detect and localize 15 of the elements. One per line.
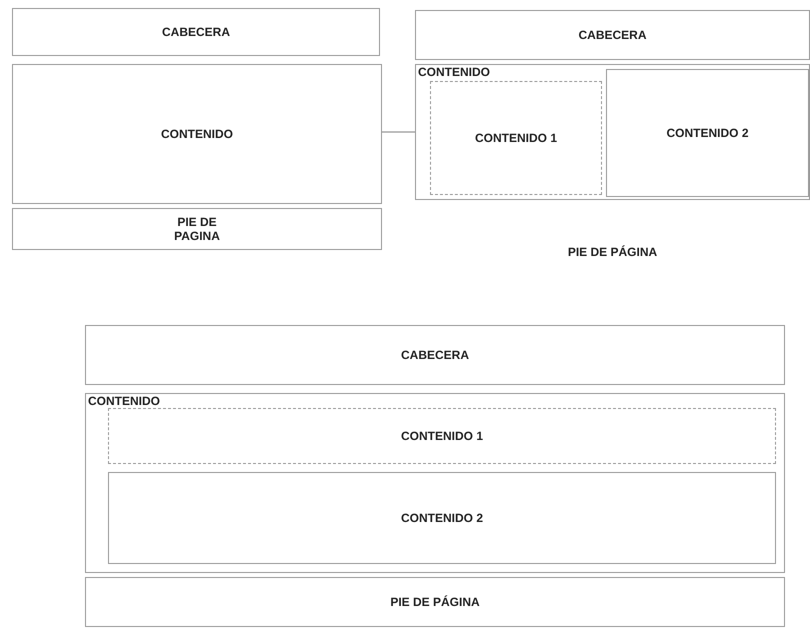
content-column: CONTENIDO 1 [430, 81, 602, 195]
header-section: CABECERA [415, 10, 810, 60]
section-title: CONTENIDO [88, 394, 160, 408]
header-section: CABECERA [12, 8, 380, 56]
footer-label: PIE DE PÁGINA [566, 245, 658, 259]
content-row: CONTENIDO 2 [108, 472, 776, 564]
header-section: CABECERA [85, 325, 785, 385]
section-title: CONTENIDO [418, 65, 490, 79]
content-area [415, 64, 810, 200]
footer-section: PIE DE PAGINA [12, 208, 382, 250]
content-row: CONTENIDO 1 [108, 408, 776, 464]
content-area [85, 393, 785, 573]
content-column: CONTENIDO 2 [606, 69, 809, 197]
footer-section: PIE DE PÁGINA [85, 577, 785, 627]
content-section: CONTENIDO [12, 64, 382, 204]
